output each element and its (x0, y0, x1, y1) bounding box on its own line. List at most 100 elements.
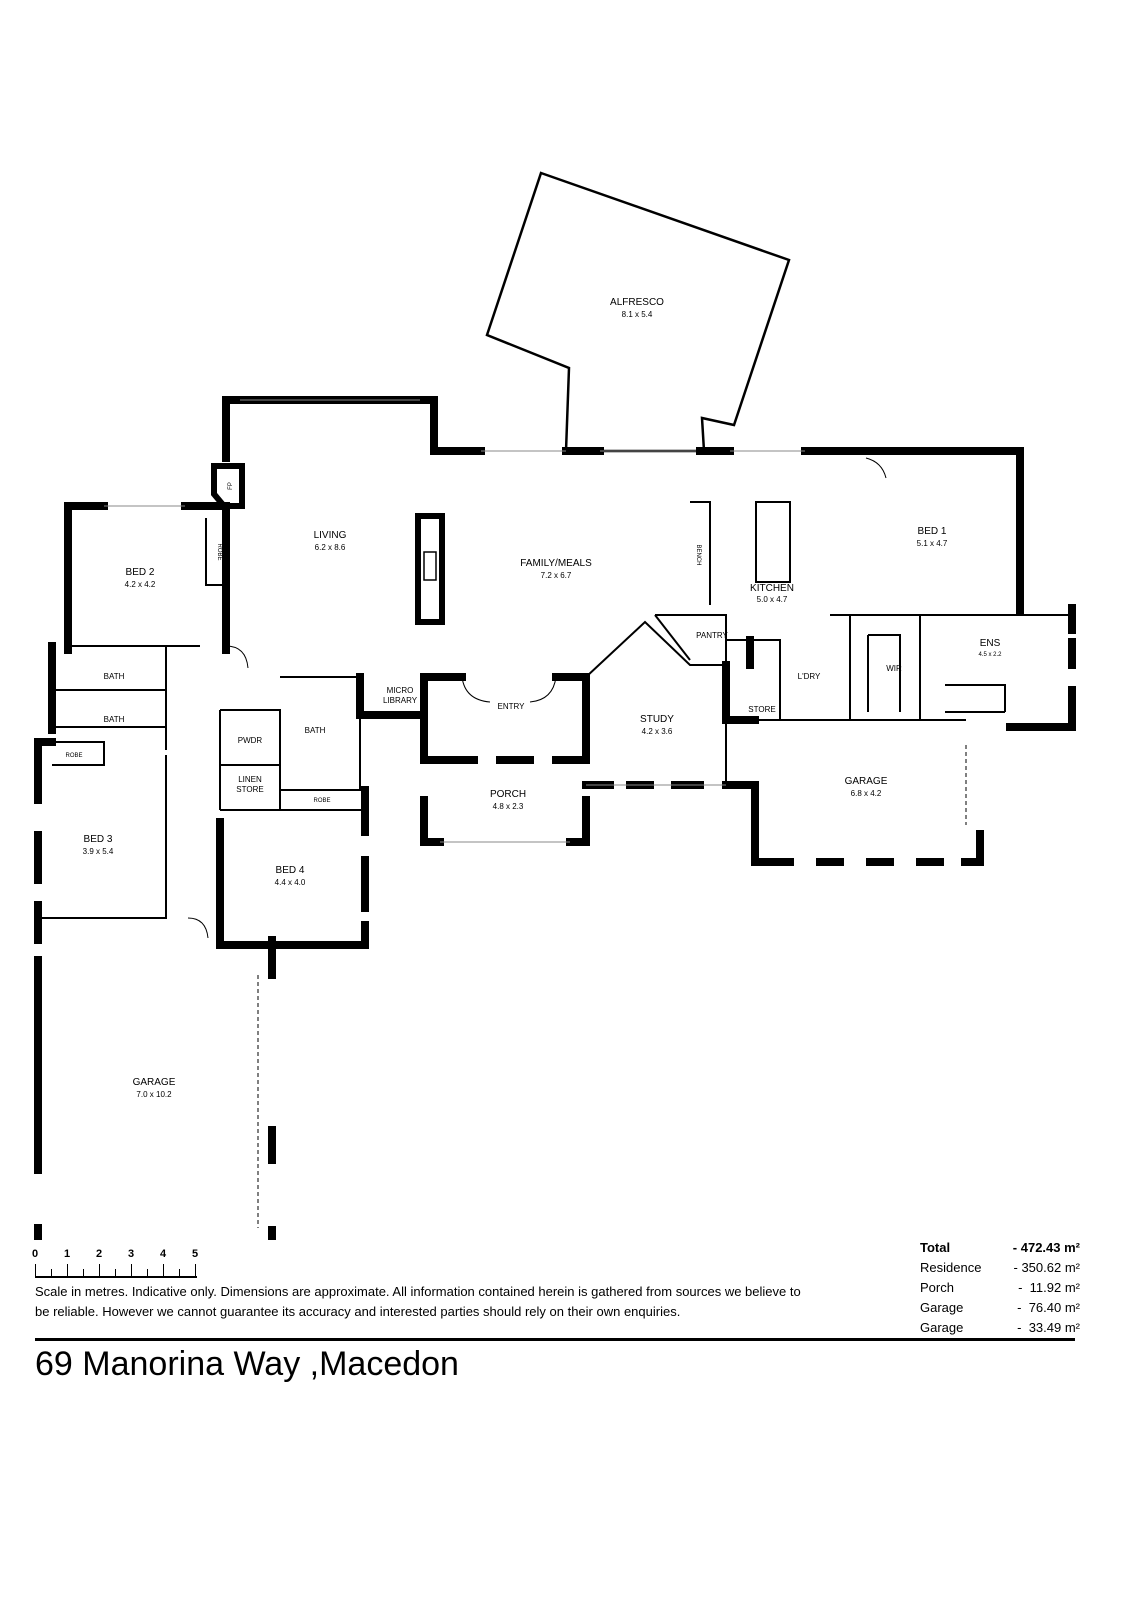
room-garage-right-dim: 6.8 x 4.2 (851, 789, 882, 798)
room-kitchen-name: KITCHEN (750, 583, 794, 594)
bath-divider (52, 646, 167, 750)
property-address: 69 Manorina Way ,Macedon (35, 1345, 459, 1383)
pantry-walls (654, 614, 727, 665)
study-walls (585, 620, 727, 785)
ens-bench (945, 684, 1006, 713)
scale-label-4: 4 (159, 1248, 167, 1260)
outer-wall-north (222, 396, 485, 462)
area-value: - 76.40 m² (1017, 1300, 1080, 1315)
area-label: Residence (920, 1260, 982, 1275)
wall-north-east (696, 447, 1024, 614)
pwdr-linen-walls (219, 709, 281, 810)
area-value: - 33.49 m² (1017, 1320, 1080, 1335)
scale-tick (163, 1264, 164, 1278)
area-row-garage: Garage - 76.40 m² (920, 1298, 1080, 1318)
room-bed2-dim: 4.2 x 4.2 (125, 580, 156, 589)
room-fp: FP (228, 482, 234, 490)
area-row-garage-2: Garage - 33.49 m² (920, 1318, 1080, 1338)
kitchen-bench (755, 501, 791, 583)
area-value: - 472.43 m² (1012, 1240, 1080, 1255)
room-laundry-name: L'DRY (798, 672, 821, 681)
room-porch-dim: 4.8 x 2.3 (493, 802, 524, 811)
room-store-name: STORE (748, 705, 775, 714)
scale-base (35, 1276, 197, 1278)
door-swing-bed4 (187, 917, 209, 939)
room-ens-dim: 4.5 x 2.2 (978, 652, 1002, 658)
door-swing-living (225, 645, 249, 669)
room-bed3-name: BED 3 (84, 834, 113, 845)
scale-tick (195, 1264, 196, 1278)
scale-tick (67, 1264, 68, 1278)
room-micro-library-name-2: LIBRARY (383, 696, 418, 705)
area-row-porch: Porch - 11.92 m² (920, 1278, 1080, 1298)
room-family-name: FAMILY/MEALS (520, 558, 592, 569)
area-row-total: Total - 472.43 m² (920, 1238, 1080, 1258)
scale-tick (147, 1269, 148, 1278)
scale-label-1: 1 (63, 1248, 71, 1260)
living-island (415, 513, 445, 625)
bed2-walls (64, 502, 230, 654)
room-alfresco-name: ALFRESCO (610, 297, 664, 308)
divider (35, 1338, 1075, 1341)
room-alfresco-dim: 8.1 x 5.4 (622, 310, 653, 319)
room-garage-left-dim: 7.0 x 10.2 (136, 1090, 172, 1099)
garage-right-walls (751, 781, 984, 866)
laundry-walls (722, 636, 759, 724)
area-label: Garage (920, 1300, 964, 1315)
floor-plan: ALFRESCO 8.1 x 5.4 LIVING 6.2 x 8.6 FAMI… (34, 171, 1076, 1240)
disclaimer-text: Scale in metres. Indicative only. Dimens… (35, 1284, 801, 1319)
porch-walls (420, 796, 590, 846)
room-bed3-dim: 3.9 x 5.4 (83, 847, 114, 856)
entry-walls (420, 673, 590, 764)
scale-label-0: 0 (31, 1248, 39, 1260)
room-kitchen-dim: 5.0 x 4.7 (757, 595, 788, 604)
scale-tick (115, 1269, 116, 1278)
robe-bed2 (205, 518, 226, 586)
room-linen-name-2: STORE (236, 785, 263, 794)
wir-walls (867, 634, 901, 712)
robe-bed3 (52, 741, 105, 766)
room-study-name: STUDY (640, 714, 674, 725)
room-bed4-dim: 4.4 x 4.0 (275, 878, 306, 887)
room-bed1-dim: 5.1 x 4.7 (917, 539, 948, 548)
scale-label-5: 5 (191, 1248, 199, 1260)
room-bath-c-name: BATH (305, 726, 326, 735)
room-porch-name: PORCH (490, 789, 526, 800)
micro-library-walls (356, 673, 428, 719)
room-bath-b-name: BATH (104, 715, 125, 724)
garage-left-walls (34, 956, 276, 1240)
ens-walls (1006, 604, 1076, 731)
room-garage-right-name: GARAGE (845, 776, 888, 787)
room-study-dim: 4.2 x 3.6 (642, 727, 673, 736)
kitchen-bench-west (690, 501, 711, 605)
scale-tick (99, 1264, 100, 1278)
fireplace (211, 463, 245, 509)
bed1-partition (850, 614, 1072, 720)
room-entry-name: ENTRY (498, 702, 526, 711)
area-label: Total (920, 1240, 951, 1255)
area-row-residence: Residence - 350.62 m² (920, 1258, 1080, 1278)
scale-label-2: 2 (95, 1248, 103, 1260)
area-value: - 11.92 m² (1018, 1280, 1080, 1295)
scale-tick (35, 1264, 36, 1278)
room-bed4-name: BED 4 (276, 865, 305, 876)
living-island-inner (423, 551, 437, 581)
room-robe-bed3: ROBE (65, 753, 82, 759)
room-living-name: LIVING (314, 530, 347, 541)
area-value: - 350.62 m² (1013, 1260, 1080, 1275)
scale-label-3: 3 (127, 1248, 135, 1260)
scale-bar: 0 1 2 3 4 5 (32, 1248, 205, 1278)
room-bed2-name: BED 2 (126, 567, 155, 578)
scale-tick (131, 1264, 132, 1278)
room-ens-name: ENS (980, 638, 1001, 649)
room-bench: BENCH (695, 544, 701, 565)
room-linen-name-1: LINEN (238, 775, 262, 784)
scale-tick (51, 1269, 52, 1278)
door-swing-entry (461, 676, 557, 703)
laundry-partition (726, 614, 851, 721)
room-micro-library-name-1: MICRO (387, 686, 414, 695)
bed3-walls (34, 738, 56, 944)
room-bath-a-name: BATH (104, 672, 125, 681)
scale-tick (179, 1269, 180, 1278)
door-swing-bed1 (865, 457, 887, 479)
